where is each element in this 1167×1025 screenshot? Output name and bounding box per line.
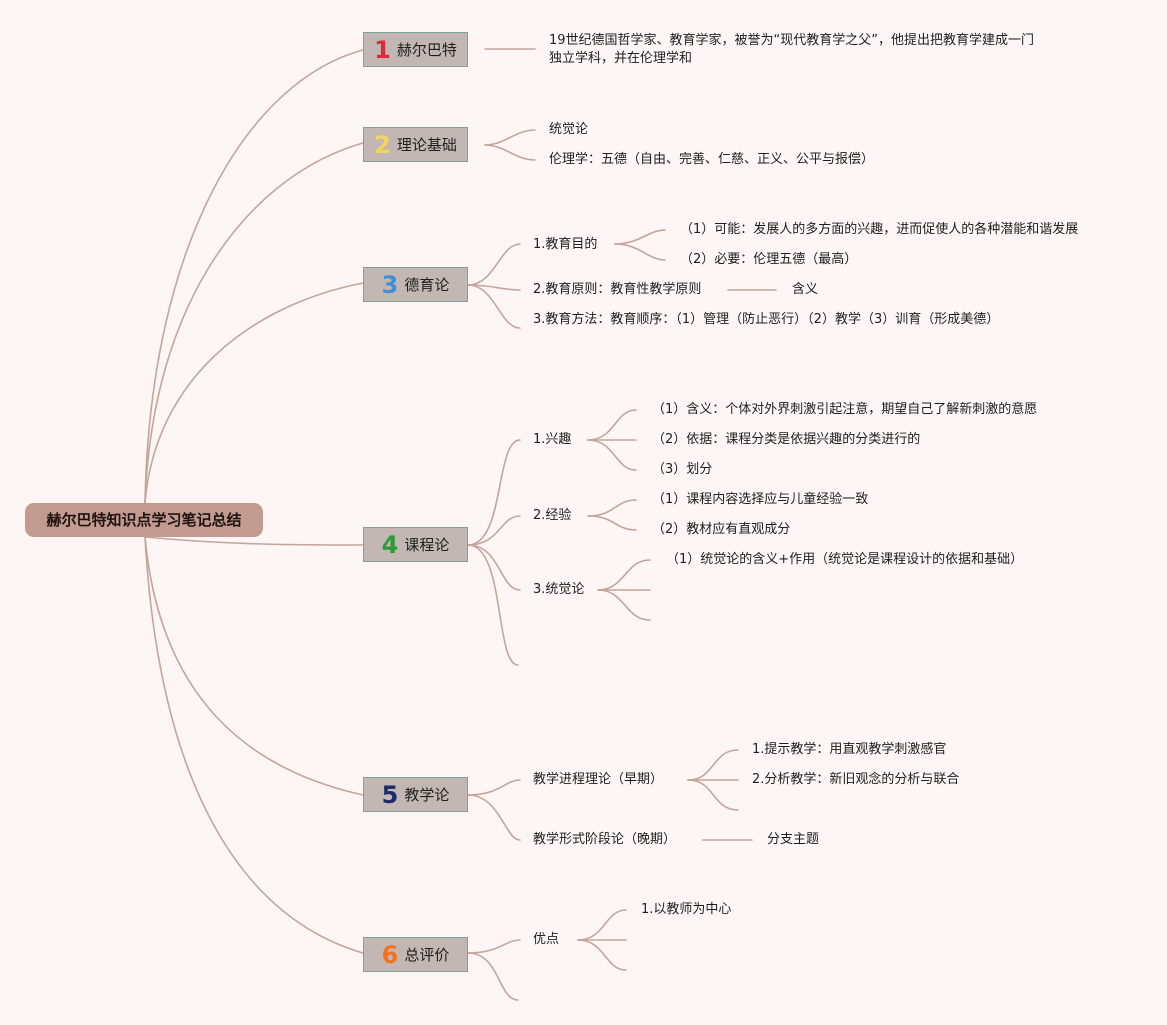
node-experience-2[interactable]: （2）教材应有直观成分: [652, 522, 791, 537]
number-1-icon: 1: [374, 35, 391, 64]
link-aim-1: [614, 229, 666, 245]
node-aim-possible[interactable]: （1）可能：发展人的多方面的兴趣，进而促使人的各种潜能和谐发展: [680, 222, 1079, 237]
link-exp-1: [587, 499, 637, 517]
link-app-1: [597, 559, 651, 591]
link-t2-a: [484, 129, 536, 146]
link-t4-exp: [467, 515, 521, 546]
link-t3-method: [467, 284, 521, 329]
topic-theory-basis[interactable]: 2 理论基础: [363, 127, 468, 162]
link-app-3: [597, 589, 651, 621]
node-education-aim[interactable]: 1.教育目的: [533, 237, 598, 252]
node-apperception-theory[interactable]: 3.统觉论: [533, 582, 585, 597]
node-teacher-centered[interactable]: 1.以教师为中心: [641, 902, 732, 917]
node-interest-basis[interactable]: （2）依据：课程分类是依据兴趣的分类进行的: [652, 432, 921, 447]
number-3-icon: 3: [381, 270, 399, 299]
node-teaching-stages[interactable]: 教学形式阶段论（晚期）: [533, 832, 677, 847]
number-2-icon: 2: [374, 130, 391, 159]
link-t5-late: [467, 794, 521, 841]
node-teaching-process[interactable]: 教学进程理论（早期）: [533, 772, 664, 787]
topic-curriculum[interactable]: 4 课程论: [363, 527, 468, 562]
link-root-t5: [144, 536, 364, 796]
node-meaning[interactable]: 含义: [792, 282, 819, 297]
link-early-3: [687, 779, 739, 811]
number-4-icon: 4: [381, 530, 399, 559]
topic-label: 总评价: [404, 946, 450, 964]
topic-evaluation[interactable]: 6 总评价: [363, 937, 468, 972]
link-merit-3: [577, 939, 627, 971]
topic-label: 赫尔巴特: [396, 41, 457, 59]
topic-teaching[interactable]: 5 教学论: [363, 777, 468, 812]
link-root-t3: [144, 282, 364, 504]
link-root-t2: [144, 142, 364, 504]
node-interest-meaning[interactable]: （1）含义：个体对外界刺激引起注意，期望自己了解新刺激的意愿: [652, 402, 1038, 417]
link-t4-app: [467, 544, 521, 591]
link-aim-2: [614, 243, 666, 261]
root-topic[interactable]: 赫尔巴特知识点学习笔记总结: [25, 503, 263, 537]
link-t4-interest: [467, 439, 521, 546]
link-root-t4: [144, 536, 364, 546]
node-education-method[interactable]: 3.教育方法：教育顺序：（1）管理（防止恶行）（2）教学（3）训育（形成美德）: [533, 312, 1000, 327]
link-exp-2: [587, 515, 637, 531]
link-root-t6: [144, 536, 364, 954]
node-branch-topic[interactable]: 分支主题: [767, 832, 820, 847]
topic-label: 课程论: [404, 536, 450, 554]
link-t5-early: [467, 779, 521, 796]
link-t3-aim: [467, 243, 521, 286]
link-t2-b: [484, 144, 536, 161]
herbart-description[interactable]: 19世纪德国哲学家、教育学家，被誉为“现代教育学之父”，他提出把教育学建成一门独…: [549, 33, 1035, 66]
link-t6-empty: [467, 952, 519, 1001]
topic-label: 德育论: [404, 276, 450, 294]
node-analysis-teaching[interactable]: 2.分析教学：新旧观念的分析与联合: [752, 772, 960, 787]
link-merit-1: [577, 909, 627, 941]
link-t4-empty: [467, 544, 519, 666]
node-apperception-meaning[interactable]: （1）统觉论的含义+作用（统觉论是课程设计的依据和基础）: [666, 552, 1024, 567]
topic-label: 教学论: [404, 786, 450, 804]
link-interest-3: [587, 439, 637, 471]
node-merits[interactable]: 优点: [533, 932, 560, 947]
node-experience[interactable]: 2.经验: [533, 508, 572, 523]
number-6-icon: 6: [381, 940, 399, 969]
link-early-1: [687, 749, 739, 781]
node-interest[interactable]: 1.兴趣: [533, 432, 572, 447]
node-experience-1[interactable]: （1）课程内容选择应与儿童经验一致: [652, 492, 869, 507]
node-apperception[interactable]: 统觉论: [549, 122, 589, 137]
node-ethics[interactable]: 伦理学：五德（自由、完善、仁慈、正义、公平与报偿）: [549, 152, 875, 167]
link-t6-merit: [467, 939, 521, 954]
link-interest-1: [587, 409, 637, 441]
node-education-principle[interactable]: 2.教育原则：教育性教学原则: [533, 282, 702, 297]
node-interest-division[interactable]: （3）划分: [652, 462, 713, 477]
topic-herbart[interactable]: 1 赫尔巴特: [363, 32, 468, 67]
link-root-t1: [144, 49, 364, 504]
number-5-icon: 5: [381, 780, 399, 809]
node-presentation-teaching[interactable]: 1.提示教学：用直观教学刺激感官: [752, 742, 947, 757]
topic-moral-education[interactable]: 3 德育论: [363, 267, 468, 302]
node-aim-necessary[interactable]: （2）必要：伦理五德（最高）: [680, 252, 858, 267]
topic-label: 理论基础: [396, 136, 457, 154]
